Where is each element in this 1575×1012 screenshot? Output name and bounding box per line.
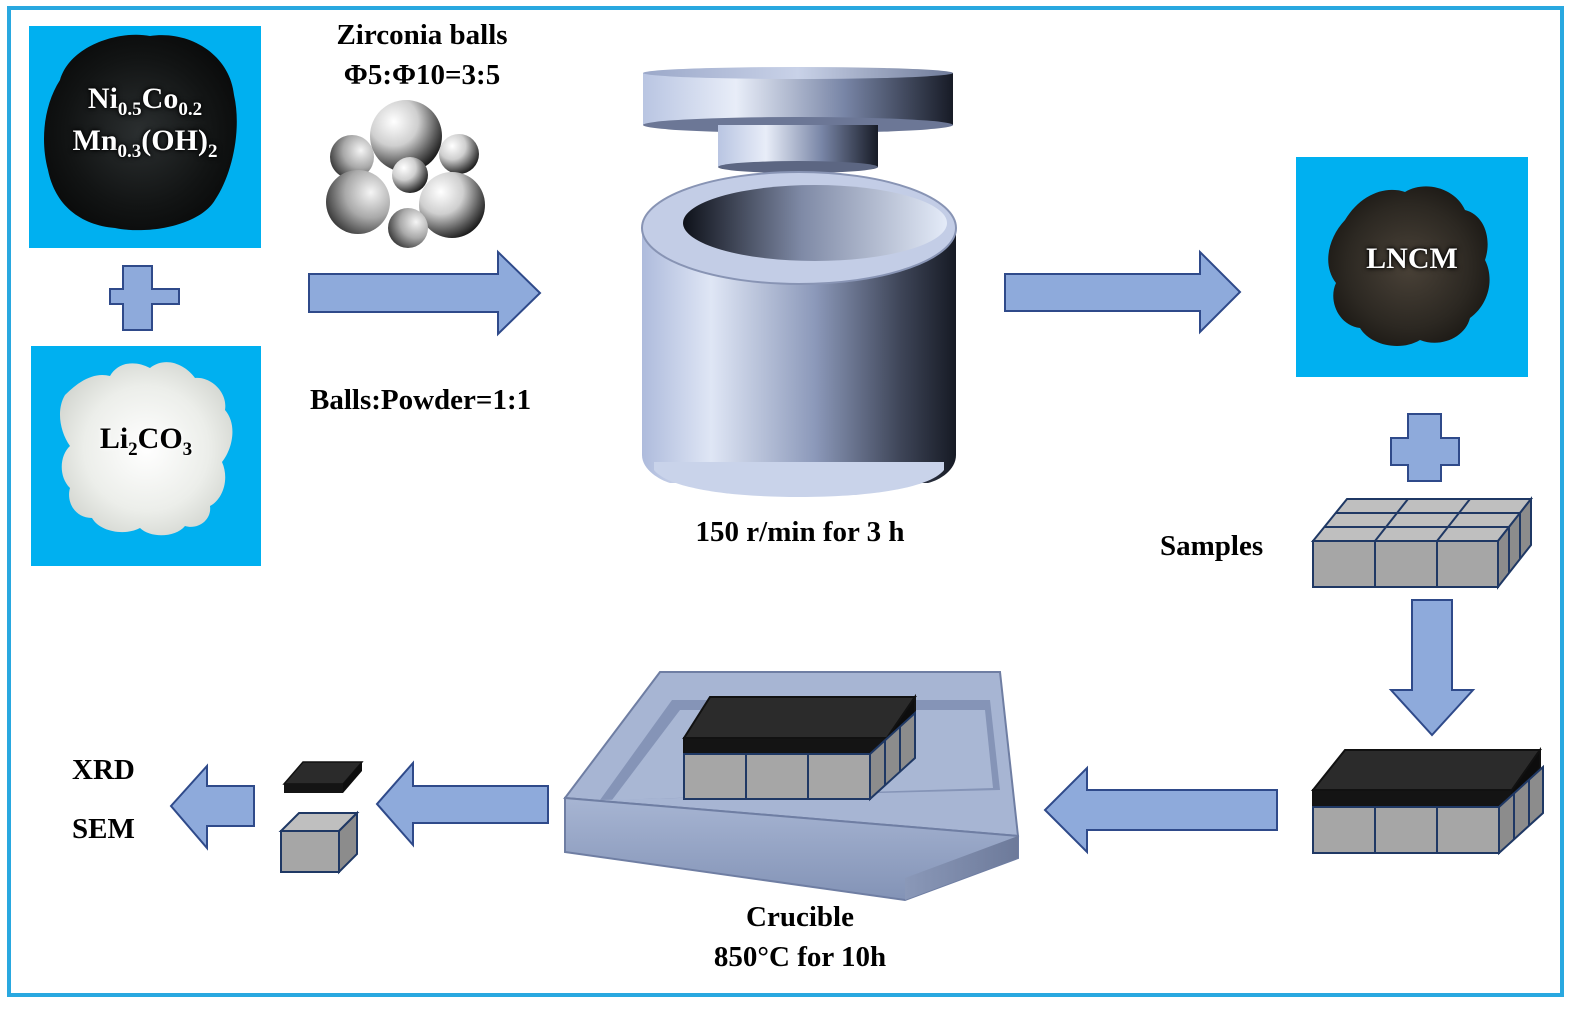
crucible-label: Crucible bbox=[746, 901, 854, 933]
zirconia-balls-ratio: Φ5:Φ10=3:5 bbox=[343, 59, 501, 91]
outer-border bbox=[7, 6, 1564, 997]
samples-label: Samples bbox=[1160, 530, 1264, 562]
precursor-panel bbox=[29, 26, 261, 248]
right-arrow-icon bbox=[1004, 249, 1242, 335]
ball-powder-ratio: Balls:Powder=1:1 bbox=[310, 384, 532, 416]
lithium-powder bbox=[59, 362, 233, 536]
crucible-icon bbox=[563, 671, 1020, 902]
precursor-formula: Ni0.5Co0.2 Mn0.3(OH)2 bbox=[29, 80, 261, 164]
plus-icon bbox=[109, 265, 180, 331]
milling-speed-time: 150 r/min for 3 h bbox=[695, 516, 905, 548]
left-arrow-icon bbox=[1043, 765, 1278, 855]
lncm-panel bbox=[1296, 157, 1528, 377]
zirconia-balls-icon bbox=[326, 100, 485, 248]
lithium-source-panel bbox=[31, 346, 261, 566]
product-name: LNCM bbox=[1366, 242, 1458, 275]
precursor-powder bbox=[44, 34, 237, 231]
down-arrow-icon bbox=[1388, 599, 1476, 737]
sintering-condition: 850°C for 10h bbox=[713, 941, 887, 973]
right-arrow-icon bbox=[308, 249, 542, 337]
sample-cubes-icon bbox=[1310, 496, 1534, 590]
precursor-formula-line2: Mn0.3(OH)2 bbox=[72, 123, 218, 162]
sem-label: SEM bbox=[72, 813, 135, 845]
left-arrow-icon bbox=[169, 763, 255, 851]
plus-icon bbox=[1390, 413, 1460, 482]
lncm-powder bbox=[1328, 186, 1490, 347]
xrd-label: XRD bbox=[72, 754, 135, 786]
zirconia-balls-title: Zirconia balls bbox=[336, 19, 508, 51]
left-arrow-icon bbox=[375, 760, 549, 848]
test-specimen-icon bbox=[278, 761, 364, 875]
precursor-formula-line1: Ni0.5Co0.2 bbox=[87, 82, 203, 120]
ball-mill-jar-icon bbox=[641, 67, 957, 497]
covered-samples-icon bbox=[1310, 746, 1544, 856]
lithium-source-formula: Li2CO3 bbox=[99, 422, 193, 460]
